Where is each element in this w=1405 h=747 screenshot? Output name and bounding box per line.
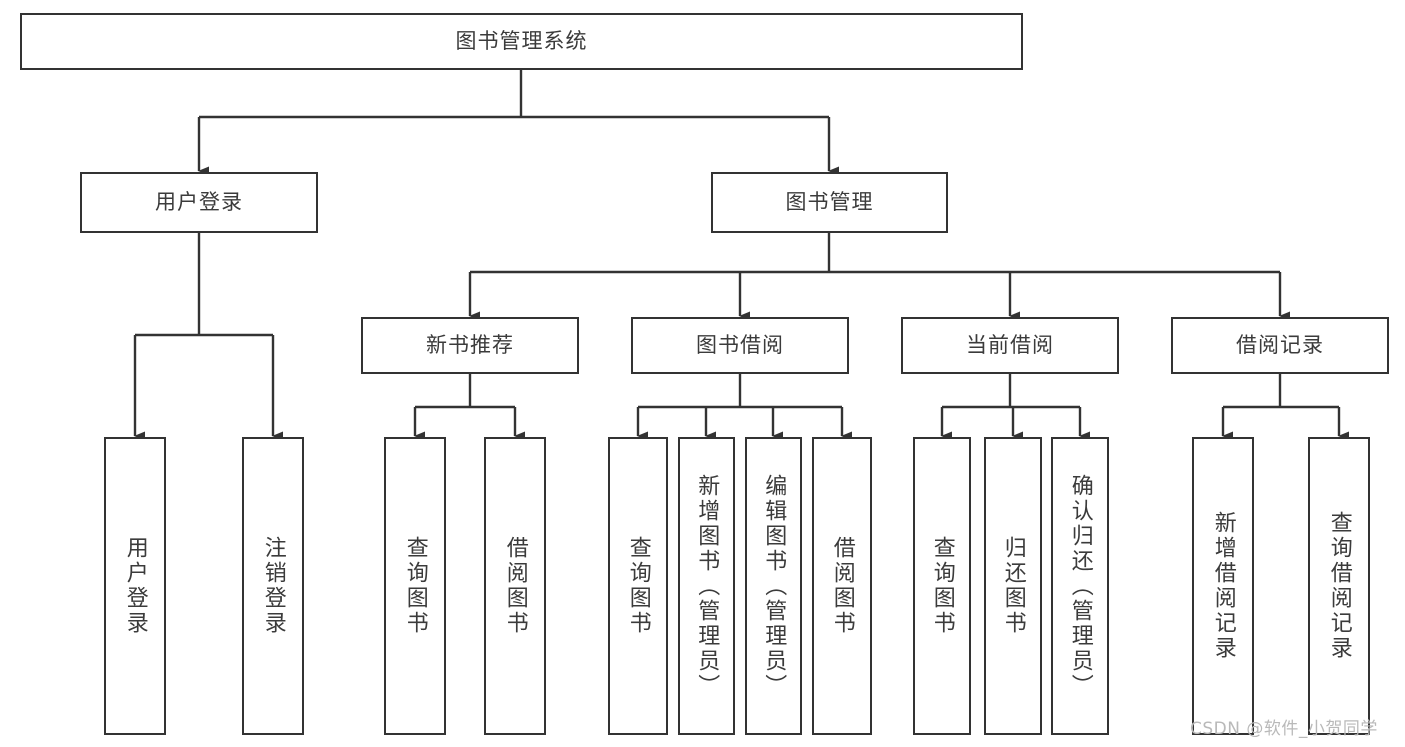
node-label: 借阅记录 [1236, 333, 1324, 358]
node-book-management-system[interactable]: 图书管理系统 [20, 13, 1023, 70]
node-label: 新增图书（管理员） [694, 473, 720, 699]
node-label: 借阅图书 [829, 536, 855, 636]
node-logout[interactable]: 注销登录 [242, 437, 304, 735]
node-label: 当前借阅 [966, 333, 1054, 358]
node-label: 查询图书 [625, 536, 651, 636]
node-book-borrow[interactable]: 图书借阅 [631, 317, 849, 374]
node-current-borrow[interactable]: 当前借阅 [901, 317, 1119, 374]
node-label: 新增借阅记录 [1210, 511, 1236, 661]
node-label: 注销登录 [260, 536, 286, 636]
node-book-management[interactable]: 图书管理 [711, 172, 948, 233]
node-new-book-recommend[interactable]: 新书推荐 [361, 317, 579, 374]
node-borrow-book[interactable]: 借阅图书 [812, 437, 872, 735]
node-add-book-admin[interactable]: 新增图书（管理员） [678, 437, 735, 735]
node-label: 用户登录 [122, 536, 148, 636]
node-label: 图书管理 [785, 190, 874, 215]
node-label: 归还图书 [1000, 536, 1026, 636]
node-borrow-records[interactable]: 借阅记录 [1171, 317, 1389, 374]
node-label: 用户登录 [155, 190, 243, 215]
node-user-login[interactable]: 用户登录 [104, 437, 166, 735]
node-label: 借阅图书 [502, 536, 528, 636]
node-edit-book-admin[interactable]: 编辑图书（管理员） [745, 437, 802, 735]
node-query-borrow-record[interactable]: 查询借阅记录 [1308, 437, 1370, 735]
csdn-watermark: CSDN @软件_小贺同学 [1190, 719, 1378, 739]
node-query-book[interactable]: 查询图书 [608, 437, 668, 735]
node-label: 图书管理系统 [455, 29, 588, 54]
node-add-borrow-record[interactable]: 新增借阅记录 [1192, 437, 1254, 735]
node-label: 查询图书 [402, 536, 428, 636]
node-label: 查询图书 [929, 536, 955, 636]
node-label: 查询借阅记录 [1326, 511, 1352, 661]
node-query-book[interactable]: 查询图书 [913, 437, 971, 735]
node-confirm-return-admin[interactable]: 确认归还（管理员） [1051, 437, 1109, 735]
node-label: 新书推荐 [426, 333, 514, 358]
node-label: 编辑图书（管理员） [761, 473, 787, 699]
node-query-book[interactable]: 查询图书 [384, 437, 446, 735]
node-label: 图书借阅 [696, 333, 784, 358]
node-label: 确认归还（管理员） [1067, 473, 1093, 699]
node-return-book[interactable]: 归还图书 [984, 437, 1042, 735]
node-user-login[interactable]: 用户登录 [80, 172, 318, 233]
node-borrow-book[interactable]: 借阅图书 [484, 437, 546, 735]
